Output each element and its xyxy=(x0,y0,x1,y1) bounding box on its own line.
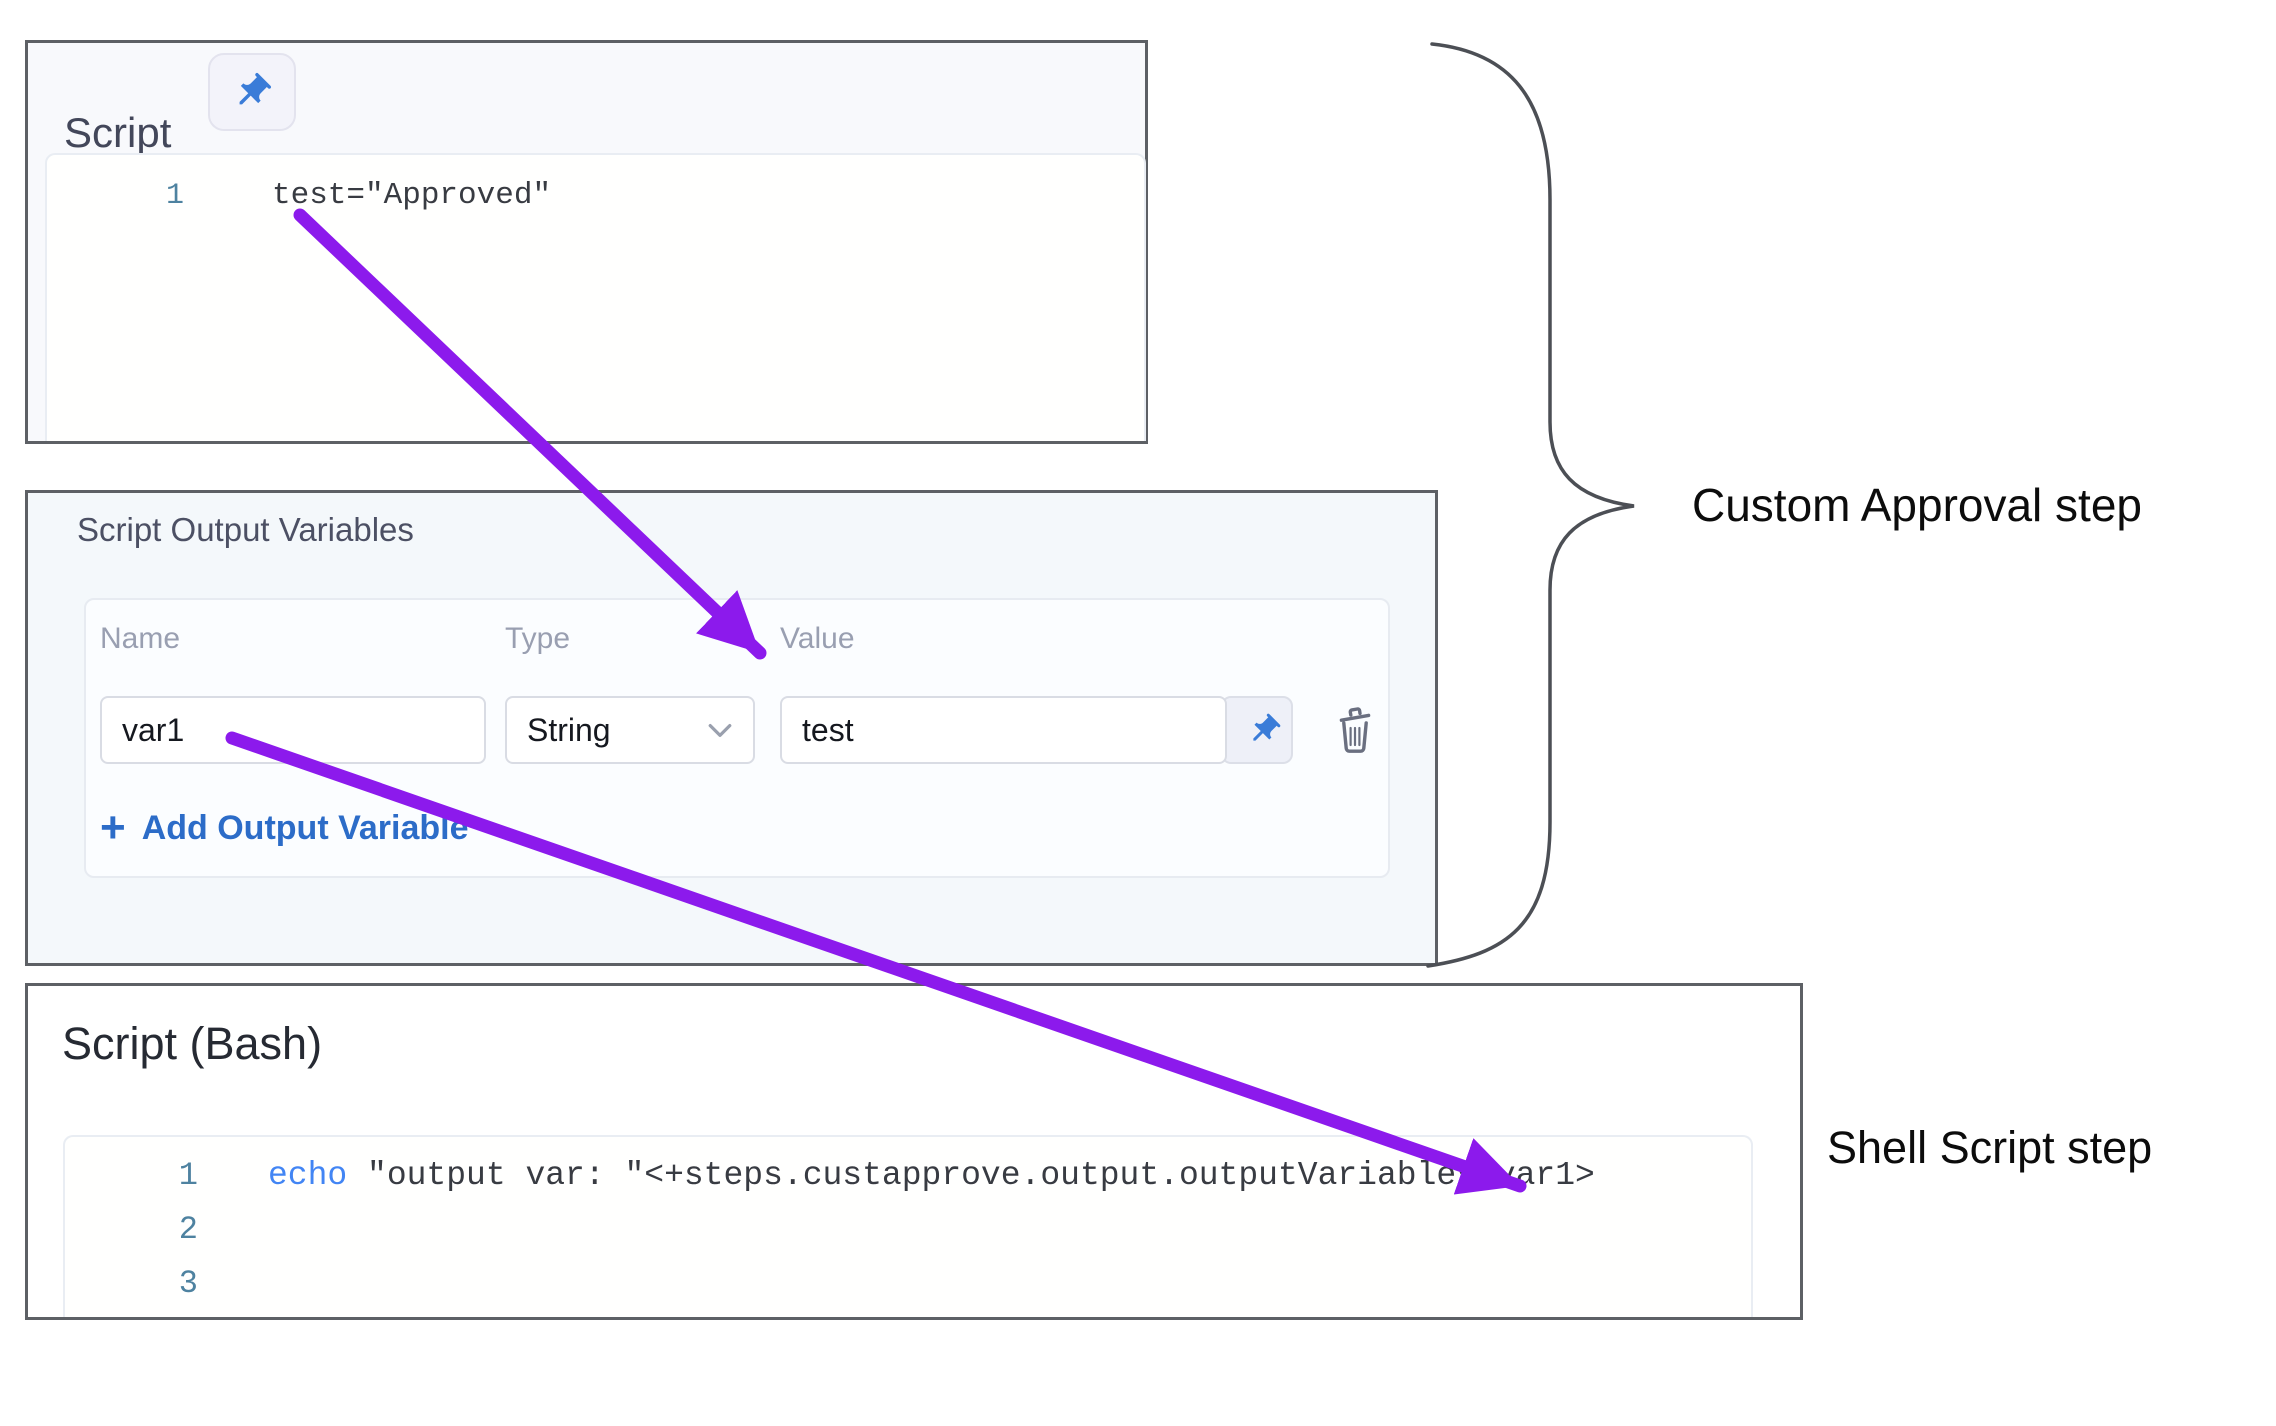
column-label-name: Name xyxy=(100,622,181,655)
shell-script-step-label: Shell Script step xyxy=(1827,1122,2153,1173)
line-number: 1 xyxy=(165,179,184,213)
bash-code-editor[interactable]: 1 echo "output var: "<+steps.custapprove.… xyxy=(63,1135,1753,1317)
custom-approval-step-label: Custom Approval step xyxy=(1692,479,2143,531)
bash-code-rest: "output var: "<+steps.custapprove.output… xyxy=(347,1157,1595,1194)
column-label-type: Type xyxy=(505,622,571,655)
pin-toggle-button[interactable] xyxy=(208,53,296,131)
line-number: 3 xyxy=(178,1265,198,1302)
code-line: 1 echo "output var: "<+steps.custapprove.… xyxy=(65,1149,1751,1203)
column-label-value: Value xyxy=(780,622,855,655)
curly-brace xyxy=(1426,42,1635,968)
add-output-variable-label: Add Output Variable xyxy=(141,808,469,847)
variable-value-input[interactable] xyxy=(780,696,1227,764)
line-number: 2 xyxy=(178,1211,198,1248)
script-bash-title: Script (Bash) xyxy=(62,1018,323,1069)
code-line: 1 test="Approved" xyxy=(47,169,1144,223)
code-text: echo "output var: "<+steps.custapprove.o… xyxy=(268,1149,1595,1203)
variable-type-value: String xyxy=(527,711,611,748)
output-variable-row-card: Name Type Value String xyxy=(84,598,1390,878)
value-pin-toggle-button[interactable] xyxy=(1221,696,1293,764)
trash-icon xyxy=(1331,702,1379,756)
script-panel-label: Script xyxy=(64,109,172,156)
delete-variable-button[interactable] xyxy=(1328,700,1382,758)
pushpin-icon xyxy=(1232,712,1282,748)
variable-name-input[interactable] xyxy=(100,696,486,764)
script-output-variables-panel: Script Output Variables Name Type Value … xyxy=(25,490,1438,966)
shell-script-panel: Script (Bash) 1 echo "output var: "<+step… xyxy=(25,983,1803,1320)
pushpin-icon xyxy=(231,71,273,113)
code-line: 2 xyxy=(65,1203,1751,1257)
code-text: test="Approved" xyxy=(272,178,552,213)
output-variables-title: Script Output Variables xyxy=(77,511,414,548)
bash-keyword: echo xyxy=(268,1157,348,1194)
approval-script-code-editor[interactable]: 1 test="Approved" xyxy=(45,153,1146,441)
chevron-down-icon xyxy=(707,722,733,739)
plus-icon: + xyxy=(100,803,126,852)
line-number: 1 xyxy=(178,1157,198,1194)
code-line: 3 xyxy=(65,1257,1751,1311)
variable-type-select[interactable]: String xyxy=(505,696,755,764)
add-output-variable-button[interactable]: + Add Output Variable xyxy=(100,806,469,850)
approval-script-panel: Script 1 test="Approved" xyxy=(25,40,1148,444)
